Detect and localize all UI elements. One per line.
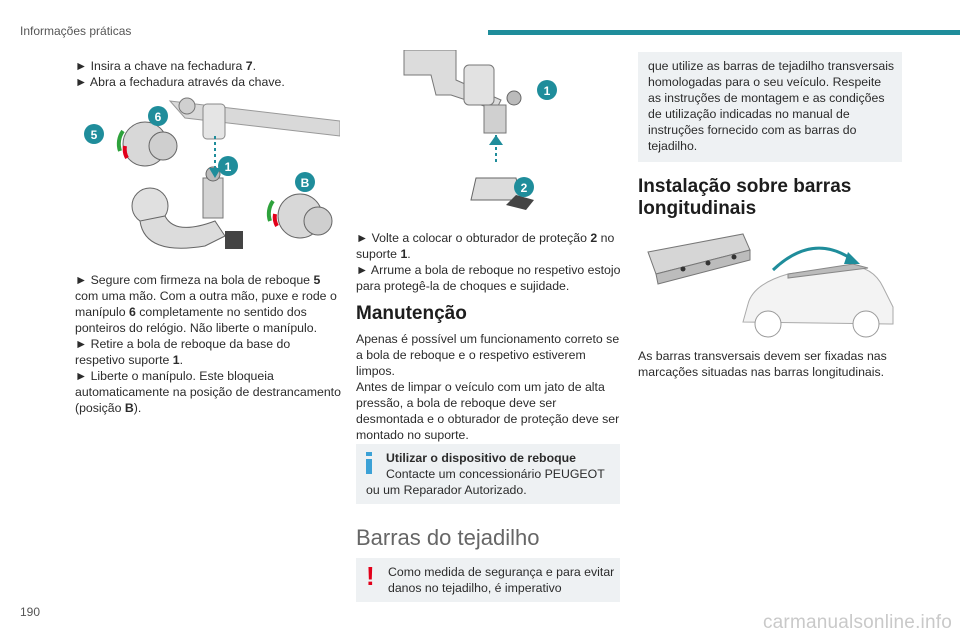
warning-continued-text: que utilize as barras de tejadilho trans… xyxy=(648,59,895,153)
section-title-maintenance: Manutenção xyxy=(356,303,467,324)
figure-label-2-badge xyxy=(514,177,534,197)
maintenance-text: Apenas é possível um funcionamento corre… xyxy=(356,331,621,443)
figure-label-5-badge xyxy=(84,124,104,144)
step-store-towball: ► Arrume a bola de reboque no respetivo … xyxy=(356,263,621,293)
info-text: Contacte um concessionário PEUGEOT ou um… xyxy=(366,467,605,497)
figure-label-1-badge xyxy=(537,80,557,100)
info-box-towing: Utilizar o dispositivo de reboque Contac… xyxy=(356,444,620,504)
column-1-intro: ► Insira a chave na fechadura 7. ► Abra … xyxy=(75,58,340,90)
warning-text: Como medida de segurança e para evitar d… xyxy=(388,565,615,595)
towball-removal-figure: 5 6 1 B xyxy=(84,97,340,249)
step-remove-towball: ► Retire a bola de reboque da base do re… xyxy=(75,337,291,367)
warning-icon: ! xyxy=(366,561,375,591)
installation-paragraph: As barras transversais devem ser fixadas… xyxy=(638,349,887,379)
step-insert-key: ► Insira a chave na fechadura 7. xyxy=(75,59,257,73)
figure-label-6: 6 xyxy=(155,110,162,124)
figure-label-1: 1 xyxy=(225,160,232,174)
maintenance-paragraph-2: Antes de limpar o veículo com um jato de… xyxy=(356,380,620,442)
warning-box-roof: ! Como medida de segurança e para evitar… xyxy=(356,558,620,602)
section-title-roof-bars: Barras do tejadilho xyxy=(356,525,540,550)
warning-box-continued: que utilize as barras de tejadilho trans… xyxy=(638,52,902,162)
page-number: 190 xyxy=(20,605,41,619)
step-open-lock: ► Abra a fechadura através da chave. xyxy=(75,75,285,89)
figure-label-b-badge xyxy=(295,172,315,192)
section-title-installation: Instalação sobre barras longitudinais xyxy=(638,176,852,219)
column-2-steps: ► Volte a colocar o obturador de proteçã… xyxy=(356,230,621,294)
figure-label-1: 1 xyxy=(544,84,551,98)
step-grip-towball: ► Segure com firmeza na bola de reboque … xyxy=(75,273,337,335)
figure-label-5: 5 xyxy=(91,128,98,142)
roof-bar-figure xyxy=(647,233,894,338)
header-accent-bar xyxy=(488,30,960,35)
maintenance-paragraph-1: Apenas é possível um funcionamento corre… xyxy=(356,332,620,378)
page-header-title: Informações práticas xyxy=(20,24,132,38)
info-title: Utilizar o dispositivo de reboque xyxy=(386,451,576,465)
step-release-handle: ► Liberte o manípulo. Este bloqueia auto… xyxy=(75,369,341,415)
column-1-steps: ► Segure com firmeza na bola de reboque … xyxy=(75,272,343,416)
installation-text: As barras transversais devem ser fixadas… xyxy=(638,348,903,380)
figure-label-6-badge xyxy=(148,106,168,126)
figure-label-b: B xyxy=(301,176,310,190)
figure-label-1-badge xyxy=(218,156,238,176)
protection-cap-figure: 1 2 xyxy=(403,50,557,210)
info-icon xyxy=(366,452,372,474)
figure-label-2: 2 xyxy=(521,181,528,195)
step-refit-cap: ► Volte a colocar o obturador de proteçã… xyxy=(356,231,615,261)
watermark: carmanualsonline.info xyxy=(762,612,952,633)
